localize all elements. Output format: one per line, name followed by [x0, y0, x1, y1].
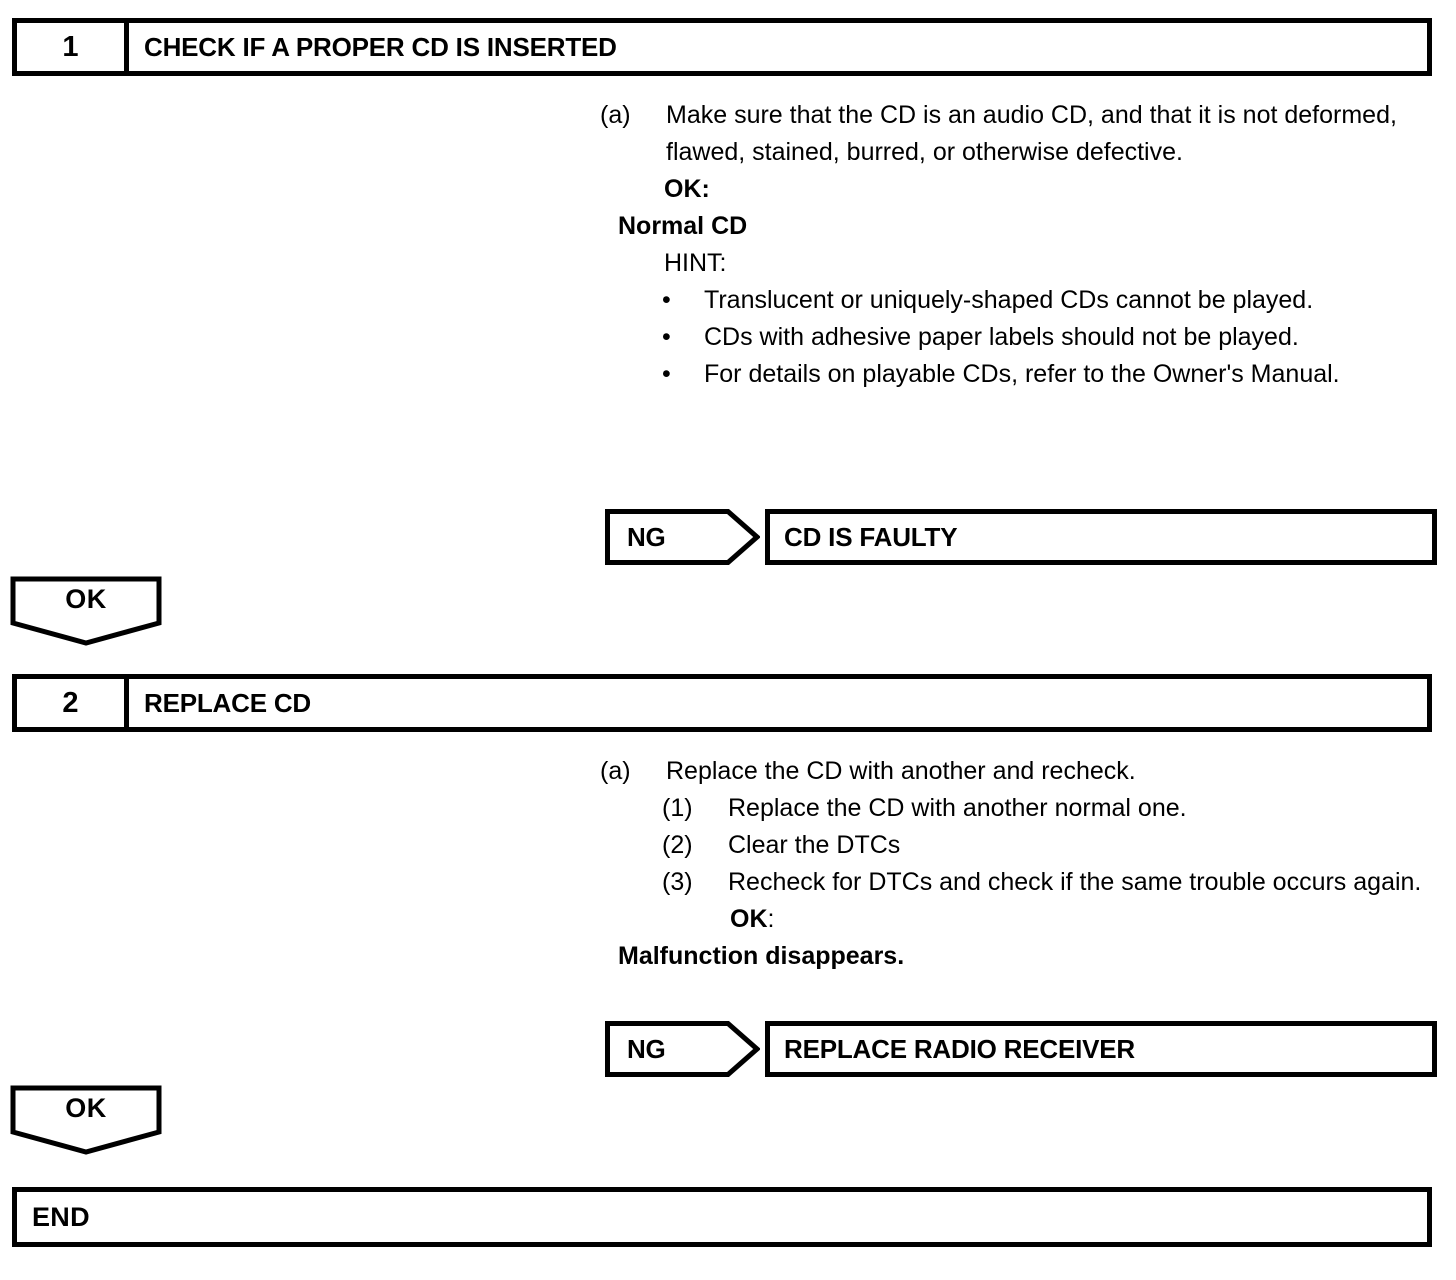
step-2-ng-label: NG — [627, 1033, 666, 1064]
end-box: END — [12, 1187, 1432, 1247]
step-1-hint-list: • Translucent or uniquely-shaped CDs can… — [600, 282, 1450, 393]
step-1-item-a-text: Make sure that the CD is an audio CD, an… — [666, 101, 1397, 166]
step-2-item-a-text: Replace the CD with another and recheck. — [666, 757, 1136, 785]
step-1-number: 1 — [17, 23, 129, 71]
step-2-substep-text: Clear the DTCs — [728, 831, 901, 859]
step-1-hint-label: HINT: — [664, 249, 727, 277]
step-2-number: 2 — [17, 679, 129, 727]
step-1-hint-item: • Translucent or uniquely-shaped CDs can… — [662, 282, 1450, 319]
step-1-ok-arrow-label: OK — [65, 583, 107, 614]
bullet-icon: • — [662, 360, 671, 388]
step-2-title: REPLACE CD — [144, 688, 312, 718]
bullet-icon: • — [662, 286, 671, 314]
step-2-item-a-marker: (a) — [600, 757, 631, 785]
step-2-ok-arrow-label: OK — [65, 1092, 107, 1123]
step-1-hint-item: • For details on playable CDs, refer to … — [662, 356, 1450, 393]
ng-arrow-icon — [605, 509, 760, 565]
step-2-substep: (2) Clear the DTCs — [662, 827, 1450, 864]
step-2-ok-arrow: OK — [10, 1085, 162, 1155]
step-1-hint-item-text: CDs with adhesive paper labels should no… — [704, 323, 1299, 351]
step-2-header: 2 REPLACE CD — [12, 674, 1432, 732]
step-1-ok-value-text: Normal CD — [618, 212, 748, 240]
step-2-substep-list: (1) Replace the CD with another normal o… — [600, 790, 1450, 901]
bullet-icon: • — [662, 323, 671, 351]
step-1-ng-branch: NG CD IS FAULTY — [605, 509, 1437, 565]
step-2-ok-label: OK: — [600, 901, 1450, 938]
step-2-item-a: (a) Replace the CD with another and rech… — [600, 753, 1450, 790]
step-2-ok-label-colon: : — [767, 905, 775, 933]
step-1-hint-item: • CDs with adhesive paper labels should … — [662, 319, 1450, 356]
step-1-ok-label-text: OK: — [664, 175, 710, 203]
step-1-ng-label: NG — [627, 521, 666, 552]
step-1-header: 1 CHECK IF A PROPER CD IS INSERTED — [12, 18, 1432, 76]
step-1-body: (a) Make sure that the CD is an audio CD… — [600, 97, 1450, 393]
step-2-body: (a) Replace the CD with another and rech… — [600, 753, 1450, 975]
step-2-ok-value-text: Malfunction disappears. — [618, 942, 905, 970]
step-2-substep-marker: (3) — [662, 868, 693, 896]
step-1-title: CHECK IF A PROPER CD IS INSERTED — [144, 32, 617, 62]
step-1-ok-arrow: OK — [10, 576, 162, 646]
ng-arrow-icon — [605, 1021, 760, 1077]
step-1-ok-value: Normal CD — [600, 208, 1450, 245]
step-2-ng-result-box: REPLACE RADIO RECEIVER — [765, 1021, 1437, 1077]
step-2-ok-value: Malfunction disappears. — [600, 938, 1450, 975]
step-1-item-a: (a) Make sure that the CD is an audio CD… — [600, 97, 1450, 171]
step-2-substep-text: Replace the CD with another normal one. — [728, 794, 1187, 822]
step-2-substep: (1) Replace the CD with another normal o… — [662, 790, 1450, 827]
step-2-ng-branch: NG REPLACE RADIO RECEIVER — [605, 1021, 1437, 1077]
step-2-substep-marker: (2) — [662, 831, 693, 859]
step-1-hint-item-text: Translucent or uniquely-shaped CDs canno… — [704, 286, 1314, 314]
step-1-ok-label: OK: — [600, 171, 1450, 208]
step-2-substep-marker: (1) — [662, 794, 693, 822]
step-1-hint-item-text: For details on playable CDs, refer to th… — [704, 360, 1340, 388]
step-2-substep: (3) Recheck for DTCs and check if the sa… — [662, 864, 1450, 901]
step-2-ok-label-text: OK — [730, 905, 768, 933]
step-2-substep-text: Recheck for DTCs and check if the same t… — [728, 868, 1422, 896]
step-1-ng-result-box: CD IS FAULTY — [765, 509, 1437, 565]
step-1-item-a-marker: (a) — [600, 101, 631, 129]
